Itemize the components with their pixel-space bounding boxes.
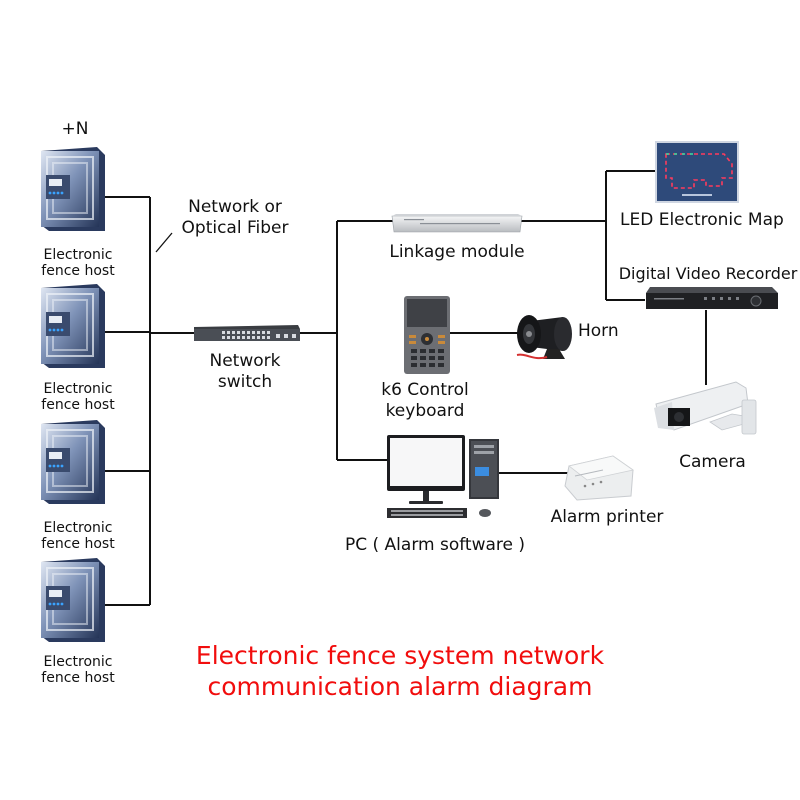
horn-icon <box>516 315 572 360</box>
diagram-title-line2: communication alarm diagram <box>207 672 593 701</box>
camera-icon <box>654 381 757 435</box>
fence-host-label-line2: fence host <box>41 536 115 552</box>
fiber-callout-line <box>155 232 173 253</box>
connection-label: Network or Optical Fiber <box>170 197 300 239</box>
horn-label: Horn <box>578 321 619 341</box>
led-map-device <box>654 140 740 208</box>
fence-host-icon <box>41 284 105 368</box>
fence-host-icon <box>41 558 105 642</box>
linkage-module-device <box>390 210 524 240</box>
linkage-module-label: Linkage module <box>389 242 525 262</box>
control-keyboard-device <box>403 295 451 379</box>
dvr-label: Digital Video Recorder <box>618 264 798 283</box>
network-switch-device <box>192 323 302 347</box>
pc-label: PC ( Alarm software ) <box>344 535 526 555</box>
dvr-icon <box>646 287 778 309</box>
horn-device <box>513 305 575 371</box>
fence-host-device <box>37 282 109 374</box>
network-switch-label-line2: switch <box>217 372 273 392</box>
fence-host-device <box>37 418 109 510</box>
pc-device <box>383 433 503 527</box>
fence-host-device <box>37 556 109 648</box>
fence-host-label: Electronic fence host <box>30 520 126 552</box>
fence-host-label: Electronic fence host <box>30 654 126 686</box>
camera-device <box>652 378 762 452</box>
control-keyboard-label-line1: k6 Control <box>381 380 469 400</box>
alarm-printer-icon <box>564 455 634 501</box>
fence-host-label-line2: fence host <box>41 670 115 686</box>
network-switch-label-line1: Network <box>209 351 281 371</box>
connection-label-line1: Network or <box>188 197 282 217</box>
fence-host-label-line2: fence host <box>41 397 115 413</box>
fence-host-label-line1: Electronic <box>43 381 113 397</box>
led-map-label: LED Electronic Map <box>620 210 784 230</box>
control-keyboard-icon <box>404 296 450 374</box>
fence-host-label-line1: Electronic <box>43 520 113 536</box>
connection-label-line2: Optical Fiber <box>181 218 289 238</box>
diagram-title: Electronic fence system network communic… <box>0 640 800 702</box>
camera-label: Camera <box>679 452 746 472</box>
fence-host-label-line1: Electronic <box>43 654 113 670</box>
led-map-icon <box>655 141 739 203</box>
diagram-title-line1: Electronic fence system network <box>195 641 605 670</box>
fence-host-device <box>37 145 109 237</box>
control-keyboard-label: k6 Control keyboard <box>365 380 485 422</box>
network-switch-icon <box>194 325 300 341</box>
alarm-printer-device <box>563 450 635 506</box>
fence-host-icon <box>41 420 105 504</box>
dvr-device <box>644 285 780 315</box>
fence-host-icon <box>41 147 105 231</box>
control-keyboard-label-line2: keyboard <box>385 401 465 421</box>
linkage-module-icon <box>391 214 523 233</box>
fence-host-label: Electronic fence host <box>30 381 126 413</box>
fence-host-label-line2: fence host <box>41 263 115 279</box>
pc-icon <box>387 435 499 518</box>
alarm-printer-label: Alarm printer <box>550 507 664 527</box>
expansion-label: +N <box>61 119 89 139</box>
fence-host-label: Electronic fence host <box>30 247 126 279</box>
fence-host-label-line1: Electronic <box>43 247 113 263</box>
network-switch-label: Network switch <box>190 351 300 393</box>
